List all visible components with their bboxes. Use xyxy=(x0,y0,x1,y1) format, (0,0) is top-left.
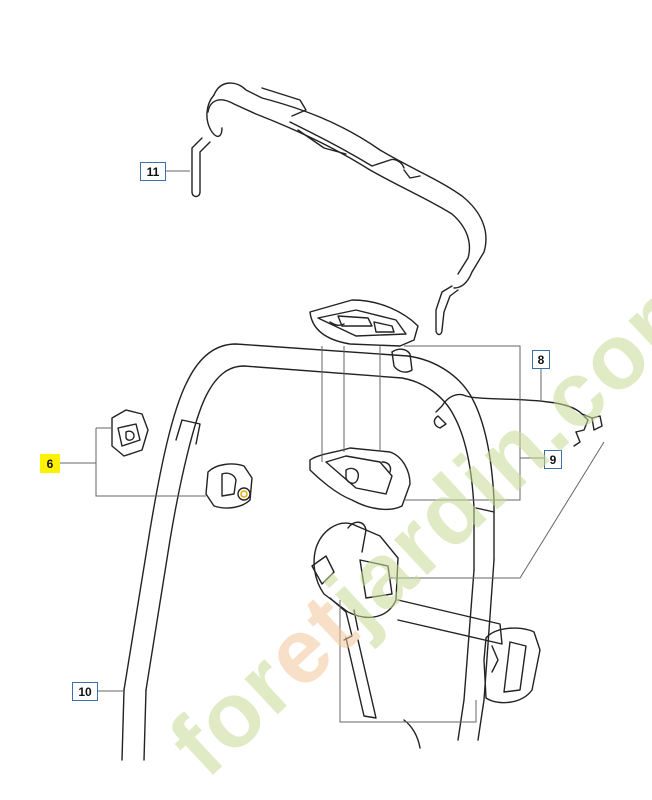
console-base xyxy=(309,447,411,511)
callout-part-10[interactable]: 10 xyxy=(72,682,98,701)
drive-lever-bar xyxy=(345,599,503,719)
wiring-harness xyxy=(433,393,603,447)
handle-clip xyxy=(111,409,149,457)
handle-rod-left xyxy=(191,137,211,198)
console-top-cover xyxy=(309,299,419,347)
upper-handle-bar xyxy=(206,82,487,289)
handle-bracket xyxy=(205,463,253,509)
callout-part-9[interactable]: 9 xyxy=(544,450,562,469)
drive-lever-housing xyxy=(311,521,399,641)
grip-end-cap xyxy=(483,627,541,704)
handle-rod-right xyxy=(435,285,459,336)
lower-handle-frame xyxy=(121,343,495,761)
leader-lines xyxy=(60,170,605,723)
callout-part-6[interactable]: 6 xyxy=(40,454,60,473)
console-mount-ring xyxy=(391,348,413,373)
callout-part-8[interactable]: 8 xyxy=(532,350,550,369)
callout-part-11[interactable]: 11 xyxy=(140,162,166,181)
